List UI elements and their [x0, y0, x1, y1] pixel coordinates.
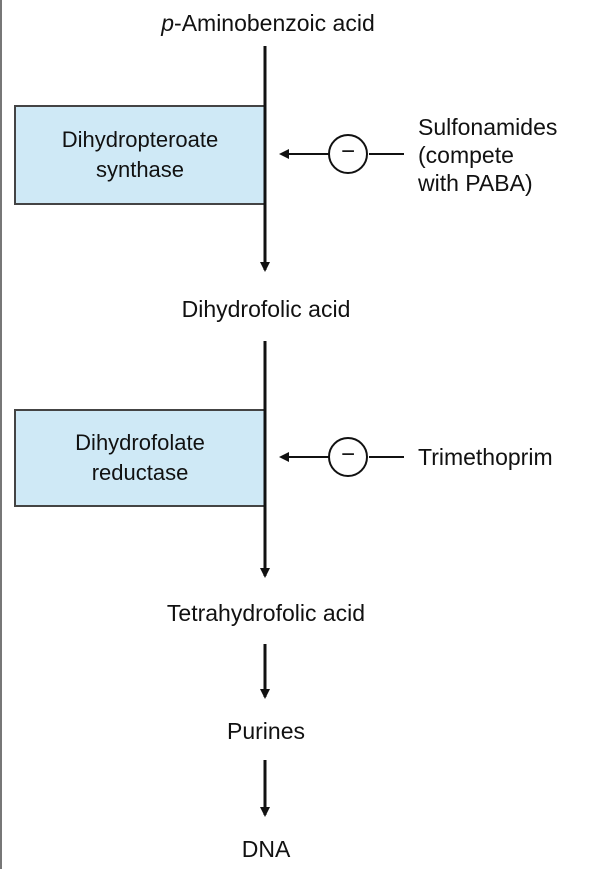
- inhibition-minus-1: −: [340, 138, 356, 165]
- enzyme-1-line-2: synthase: [95, 157, 185, 182]
- node-dihydrofolic-acid: Dihydrofolic acid: [181, 296, 351, 322]
- enzyme-label-1: Dihydropteroate synthase: [15, 125, 265, 185]
- inhibitor-sulfonamides: Sulfonamides (compete with PABA): [418, 113, 557, 197]
- node-paba: p-Aminobenzoic acid: [161, 9, 375, 37]
- node-dna: DNA: [241, 836, 291, 862]
- sulfonamides-line-3: with PABA): [418, 170, 533, 196]
- inhibition-minus-2: −: [340, 441, 356, 468]
- enzyme-label-2: Dihydrofolate reductase: [15, 428, 265, 488]
- node-paba-text: -Aminobenzoic acid: [174, 10, 375, 36]
- node-tetrahydrofolic-acid: Tetrahydrofolic acid: [166, 600, 366, 626]
- enzyme-1-line-1: Dihydropteroate: [61, 127, 219, 152]
- enzyme-2-line-2: reductase: [91, 460, 189, 485]
- sulfonamides-line-2: (compete: [418, 142, 514, 168]
- sulfonamides-line-1: Sulfonamides: [418, 114, 558, 140]
- enzyme-box-dihydrofolate-reductase: [14, 409, 266, 507]
- enzyme-2-line-1: Dihydrofolate: [75, 430, 205, 455]
- node-purines: Purines: [227, 718, 305, 744]
- node-paba-prefix: p: [161, 10, 175, 36]
- inhibitor-trimethoprim: Trimethoprim: [418, 444, 553, 470]
